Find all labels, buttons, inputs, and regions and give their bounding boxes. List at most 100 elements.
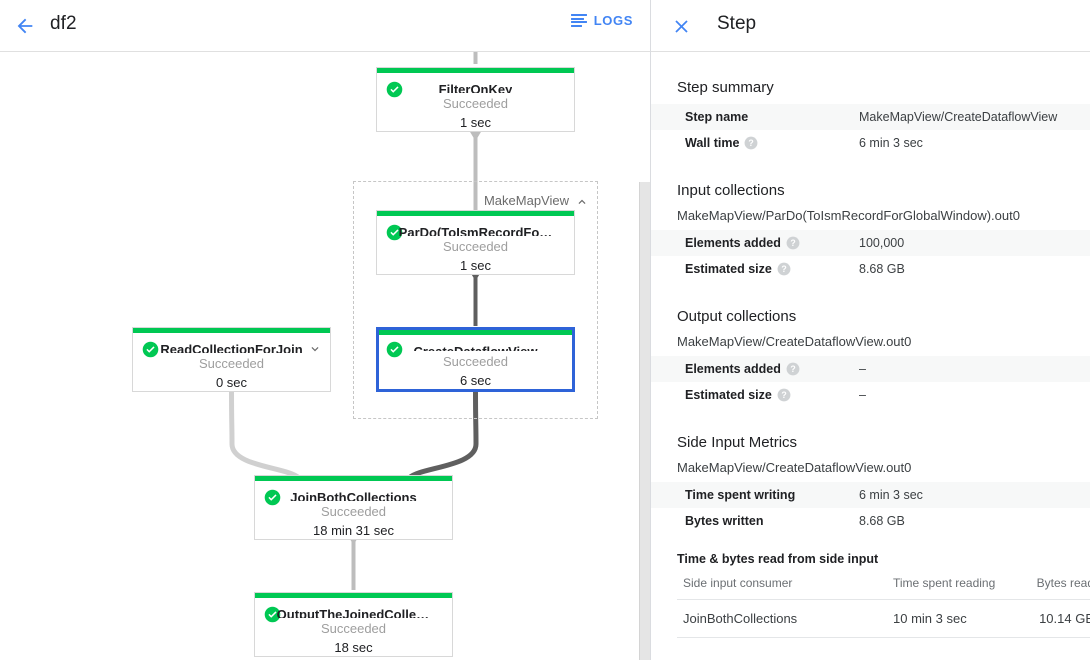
column-header-time-spent-reading: Time spent reading xyxy=(893,572,1013,600)
svg-text:?: ? xyxy=(781,390,786,400)
table-row: Estimated size? 8.68 GB xyxy=(651,256,1090,282)
success-check-icon xyxy=(264,606,281,623)
node-status-bar xyxy=(377,68,574,73)
svg-text:?: ? xyxy=(790,238,795,248)
graph-node-create-dataflow-view[interactable]: CreateDataflowView Succeeded 6 sec xyxy=(376,327,575,392)
node-status-bar xyxy=(255,593,452,598)
row-value: 6 min 3 sec xyxy=(859,136,923,150)
graph-canvas[interactable]: MakeMapView FilterOnKey xyxy=(0,52,651,660)
table-row: Estimated size? – xyxy=(651,382,1090,408)
table-row: Elements added? – xyxy=(651,356,1090,382)
logs-button[interactable]: LOGS xyxy=(570,13,633,28)
success-check-icon xyxy=(386,341,403,358)
composite-transform-makemapview[interactable]: MakeMapView xyxy=(353,181,598,419)
node-status: Succeeded xyxy=(442,239,509,254)
step-panel-content[interactable]: Step summary Step name MakeMapView/Creat… xyxy=(651,53,1090,660)
help-icon[interactable]: ? xyxy=(786,362,800,376)
node-title: JoinBothCollections xyxy=(290,490,417,501)
job-graph-pane: df2 LOGS xyxy=(0,0,651,660)
row-value: MakeMapView/CreateDataflowView xyxy=(855,104,1090,130)
column-header-consumer: Side input consumer xyxy=(677,572,893,600)
section-output-collections-heading: Output collections xyxy=(677,308,797,325)
row-key-label: Estimated size xyxy=(685,262,772,276)
row-key-label: Elements added xyxy=(685,362,781,376)
help-icon[interactable]: ? xyxy=(777,262,791,276)
node-status-bar xyxy=(133,328,330,333)
graph-node-output-the-joined-collection[interactable]: OutputTheJoinedCollec… Succeeded 18 sec xyxy=(254,592,453,657)
node-status: Succeeded xyxy=(442,96,509,111)
graph-node-join-both-collections[interactable]: JoinBothCollections Succeeded 18 min 31 … xyxy=(254,475,453,540)
graph-scrollbar-thumb[interactable] xyxy=(639,182,650,660)
svg-text:?: ? xyxy=(790,364,795,374)
section-side-input-metrics-heading: Side Input Metrics xyxy=(677,434,798,451)
node-status-bar xyxy=(255,476,452,481)
output-collection-name: MakeMapView/CreateDataflowView.out0 xyxy=(677,334,912,349)
row-key: Estimated size? xyxy=(651,256,855,282)
node-duration: 6 sec xyxy=(459,373,492,388)
row-value: 8.68 GB xyxy=(859,262,905,276)
close-icon[interactable] xyxy=(668,13,694,39)
pane-divider xyxy=(650,0,651,660)
node-duration: 1 sec xyxy=(459,115,492,130)
row-key: Time spent writing xyxy=(651,482,855,508)
help-icon[interactable]: ? xyxy=(777,388,791,402)
column-header-bytes-read: Bytes read xyxy=(1013,572,1090,600)
table-row: Time spent writing 6 min 3 sec xyxy=(651,482,1090,508)
node-status-bar xyxy=(379,330,572,335)
node-duration: 0 sec xyxy=(215,375,248,390)
side-input-read-table: Side input consumer Time spent reading B… xyxy=(677,572,1090,638)
table-row: Wall time? 6 min 3 sec xyxy=(651,130,1090,156)
row-key: Elements added? xyxy=(651,356,855,382)
node-status: Succeeded xyxy=(198,356,265,371)
chevron-up-icon[interactable] xyxy=(575,195,589,209)
row-key: Wall time? xyxy=(651,130,855,156)
node-duration: 18 min 31 sec xyxy=(313,523,394,538)
success-check-icon xyxy=(386,224,403,241)
node-duration: 1 sec xyxy=(459,258,492,273)
cell-consumer: JoinBothCollections xyxy=(677,599,893,638)
step-panel-title: Step xyxy=(717,13,757,34)
composite-label: MakeMapView xyxy=(483,193,569,208)
svg-text:?: ? xyxy=(781,264,786,274)
node-title: ParDo(ToIsmRecordFor… xyxy=(398,225,553,236)
node-title: CreateDataflowView xyxy=(413,344,537,351)
graph-node-read-collection-for-join[interactable]: ReadCollectionForJoin Succeeded 0 sec xyxy=(132,327,331,392)
node-status: Succeeded xyxy=(320,504,387,519)
table-row: Step name MakeMapView/CreateDataflowView xyxy=(651,104,1090,130)
table-header-row: Side input consumer Time spent reading B… xyxy=(677,572,1090,600)
table-row: Bytes written 8.68 GB xyxy=(651,508,1090,534)
node-body: JoinBothCollections Succeeded 18 min 31 … xyxy=(255,481,452,539)
left-toolbar: df2 LOGS xyxy=(0,0,651,52)
node-status-bar xyxy=(377,211,574,216)
input-collections-table: Elements added? 100,000 Estimated size? … xyxy=(651,230,1090,282)
row-value: 6 min 3 sec xyxy=(855,482,1090,508)
row-value: 100,000 xyxy=(855,230,1090,256)
node-body: ReadCollectionForJoin Succeeded 0 sec xyxy=(133,333,330,391)
row-value: 8.68 GB xyxy=(859,514,905,528)
side-input-collection-name: MakeMapView/CreateDataflowView.out0 xyxy=(677,460,912,475)
side-input-read-heading: Time & bytes read from side input xyxy=(677,552,879,566)
row-key: Estimated size? xyxy=(651,382,855,408)
cell-bytes-read: 10.14 GB xyxy=(1013,599,1090,638)
node-title: OutputTheJoinedCollec… xyxy=(276,607,431,618)
success-check-icon xyxy=(142,341,159,358)
node-body: FilterOnKey Succeeded 1 sec xyxy=(377,73,574,131)
step-summary-table: Step name MakeMapView/CreateDataflowView… xyxy=(651,104,1090,156)
help-icon[interactable]: ? xyxy=(786,236,800,250)
cell-time-spent-reading: 10 min 3 sec xyxy=(893,599,1013,638)
graph-node-filter-on-key[interactable]: FilterOnKey Succeeded 1 sec xyxy=(376,67,575,132)
row-key: Elements added? xyxy=(651,230,855,256)
graph-node-pardo-toismrecordfor[interactable]: ParDo(ToIsmRecordFor… Succeeded 1 sec xyxy=(376,210,575,275)
node-body: CreateDataflowView Succeeded 6 sec xyxy=(379,335,572,389)
chevron-down-icon[interactable] xyxy=(308,342,322,356)
output-collections-table: Elements added? – Estimated size? – xyxy=(651,356,1090,408)
help-icon[interactable]: ? xyxy=(744,136,758,150)
input-collection-name: MakeMapView/ParDo(ToIsmRecordForGlobalWi… xyxy=(677,208,1020,223)
arrow-back-icon[interactable] xyxy=(8,9,42,43)
row-key-label: Estimated size xyxy=(685,388,772,402)
list-lines-icon xyxy=(570,14,587,27)
step-panel-header: Step xyxy=(651,0,1090,52)
row-value: – xyxy=(859,388,866,402)
node-status: Succeeded xyxy=(442,354,509,369)
